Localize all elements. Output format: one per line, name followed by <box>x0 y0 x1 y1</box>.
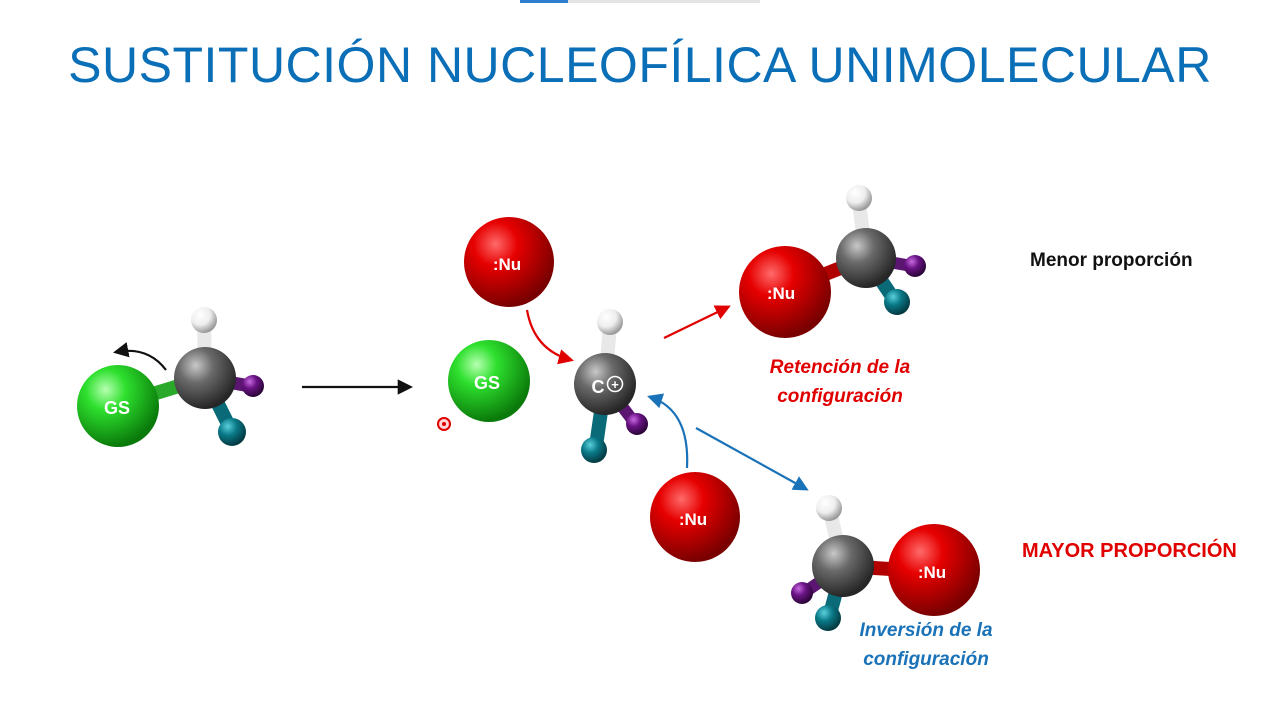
leaving-gs-atom <box>448 340 530 422</box>
nu-bottom-atom <box>650 472 740 562</box>
retention-product: :Nu <box>739 185 926 338</box>
inversion-caption-line2: configuración <box>863 649 989 670</box>
retention-caption-line1: Retención de la <box>769 357 911 378</box>
inversion-teal-atom <box>815 605 841 631</box>
retention-nu-label: :Nu <box>767 284 795 303</box>
reactant-carbon-atom <box>174 347 236 409</box>
inversion-carbon-atom <box>812 535 874 597</box>
inversion-nu-label: :Nu <box>918 563 946 582</box>
retention-caption-line2: configuración <box>777 386 903 407</box>
nu-top-attack-arrow <box>525 309 574 365</box>
inversion-purple-atom <box>791 582 813 604</box>
retention-teal-atom <box>884 289 910 315</box>
positive-charge-icon <box>606 375 624 393</box>
carbocation-carbon-atom <box>574 353 636 415</box>
nucleophile-bottom: :Nu <box>650 472 740 562</box>
retention-product-arrow <box>663 305 731 339</box>
retention-carbon-atom <box>836 228 896 288</box>
inversion-product-arrow <box>695 427 809 491</box>
carbocation-purple-atom <box>626 413 648 435</box>
reactant-hydrogen-atom <box>191 307 217 333</box>
carbocation-hydrogen-atom <box>597 309 623 335</box>
leaving-group: GS <box>448 340 530 422</box>
reactant-purple-atom <box>242 375 264 397</box>
slide-title: SUSTITUCIÓN NUCLEOFÍLICA UNIMOLECULAR <box>68 37 1212 93</box>
retention-nu-atom <box>739 246 831 338</box>
nu-top-atom <box>464 217 554 307</box>
retention-caption: Retención de la configuración <box>740 353 940 411</box>
reactant-gs-atom <box>77 365 159 447</box>
minor-proportion-label: Menor proporción <box>1030 250 1193 271</box>
inversion-nu-atom <box>888 524 980 616</box>
reactant-teal-atom <box>218 418 246 446</box>
nucleophile-top: :Nu <box>464 217 554 307</box>
nu-top-label: :Nu <box>493 255 521 274</box>
nu-bottom-attack-arrow <box>647 393 689 469</box>
retention-purple-atom <box>904 255 926 277</box>
leaving-gs-label: GS <box>474 373 500 393</box>
positive-charge-sign: + <box>611 377 619 392</box>
major-proportion-label: MAYOR PROPORCIÓN <box>1022 540 1237 562</box>
carbocation-teal-atom <box>581 437 607 463</box>
bond-break-curved-arrow <box>112 342 167 371</box>
inversion-caption: Inversión de la configuración <box>826 616 1026 674</box>
nu-bottom-label: :Nu <box>679 510 707 529</box>
retention-hydrogen-atom <box>846 185 872 211</box>
carbocation-label: C <box>592 377 605 397</box>
inversion-caption-line1: Inversión de la <box>859 620 993 641</box>
top-progress-bar <box>520 0 760 3</box>
reactant-molecule: GS <box>77 307 264 447</box>
inversion-hydrogen-atom <box>816 495 842 521</box>
carbocation: C + <box>574 309 648 463</box>
reactant-gs-label: GS <box>104 398 130 418</box>
top-progress-accent <box>520 0 568 3</box>
inversion-product: :Nu <box>791 495 980 631</box>
